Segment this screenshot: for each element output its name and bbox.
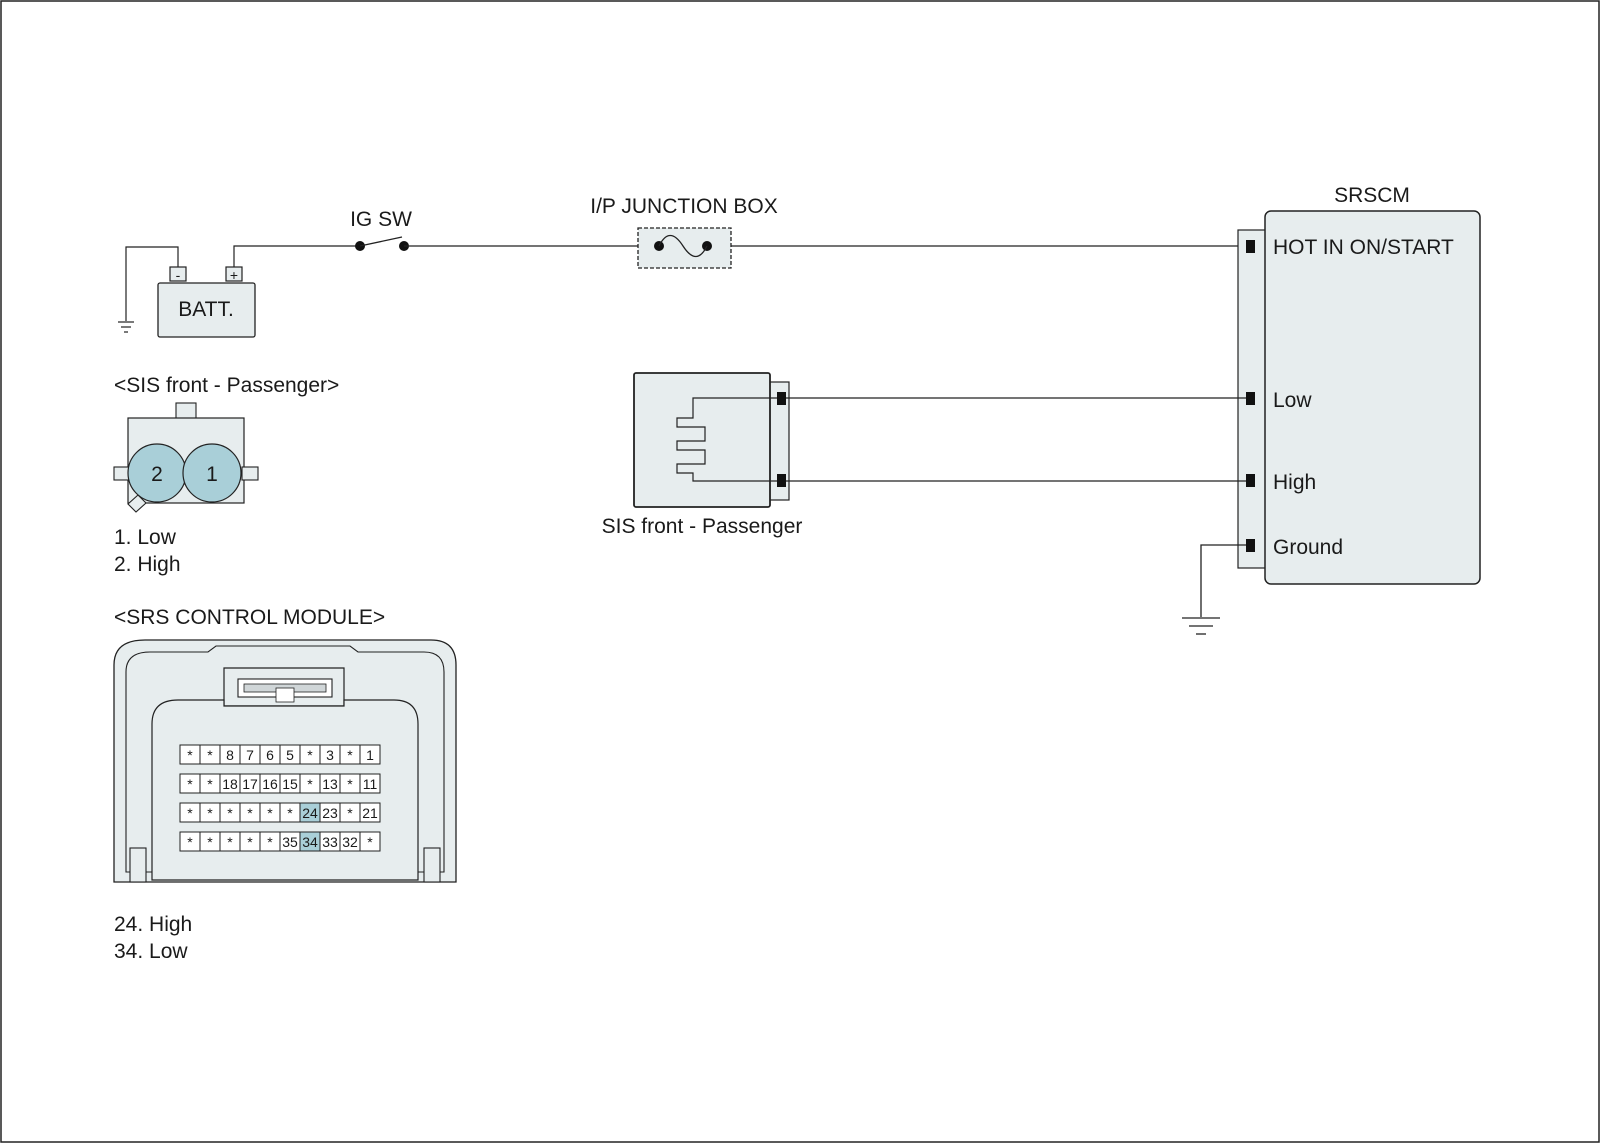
srs-pin-label: 16 <box>262 776 278 792</box>
sis-sensor-label: SIS front - Passenger <box>602 515 803 538</box>
srs-pin-label: * <box>287 805 293 821</box>
fuse-icon <box>658 234 708 258</box>
srs-pin-label: 3 <box>326 747 334 763</box>
srscm-body <box>1264 210 1481 585</box>
srs-pin-label: * <box>367 834 373 850</box>
srs-pin-label: 11 <box>363 776 378 792</box>
srscm-pin-high <box>1246 474 1255 487</box>
junction-box: I/P JUNCTION BOX <box>590 195 778 269</box>
srs-pin-label: 17 <box>242 776 258 792</box>
srs-pin-cell <box>359 831 381 852</box>
sis-legend-2: 2. High <box>114 553 181 576</box>
srs-pin-label: * <box>307 776 313 792</box>
srs-pin-cell <box>359 773 381 794</box>
sis-legend-1: 1. Low <box>114 526 177 549</box>
srs-pin-label: * <box>207 834 213 850</box>
srs-pin-label: 18 <box>222 776 238 792</box>
srs-pin-label: 1 <box>366 747 374 763</box>
sis-connector-pin-2-label: 2 <box>151 463 163 486</box>
srs-pin-cell <box>359 744 381 765</box>
srs-pin-label: * <box>347 776 353 792</box>
srscm-ground-symbol <box>1182 544 1246 635</box>
sis-sensor-body <box>633 372 771 508</box>
srs-pin-label: 34 <box>302 834 318 850</box>
srscm-pin-label-ground: Ground <box>1273 536 1343 559</box>
srs-pin-label: 32 <box>342 834 358 850</box>
sis-connector-title: <SIS front - Passenger> <box>114 374 339 397</box>
srs-pin-label: * <box>267 805 273 821</box>
srs-pin-label: * <box>247 805 253 821</box>
srs-pin-label: * <box>227 834 233 850</box>
srs-pin-label: 21 <box>362 805 378 821</box>
srscm-pin-label-hot: HOT IN ON/START <box>1273 236 1454 259</box>
srs-connector-right-clip <box>423 847 441 883</box>
srscm-module: SRSCM HOT IN ON/START Low High Ground <box>1237 184 1481 585</box>
battery-body <box>157 282 256 338</box>
srs-pin-label: * <box>347 805 353 821</box>
sis-connector-pin-1 <box>182 443 242 503</box>
srs-pin-label: 5 <box>286 747 294 763</box>
srs-pin-label: * <box>207 805 213 821</box>
srs-pin-label: 24 <box>302 805 318 821</box>
srscm-pin-hot <box>1246 240 1255 253</box>
battery: - + BATT. <box>157 266 256 338</box>
srs-legend-2: 34. Low <box>114 940 188 963</box>
srs-pin-label: 8 <box>226 747 234 763</box>
srs-connector-inner-shell <box>125 645 445 873</box>
srs-pin-label: * <box>187 805 193 821</box>
battery-label: BATT. <box>178 298 234 321</box>
srs-connector-left-clip <box>129 847 147 883</box>
srs-pin-label: 13 <box>322 776 338 792</box>
srs-pin-label: * <box>227 805 233 821</box>
srs-pin-label: * <box>187 834 193 850</box>
battery-pos-label: + <box>230 267 238 283</box>
srs-pin-cell <box>359 802 381 823</box>
power-wire <box>233 245 360 267</box>
srs-pin-label: * <box>187 776 193 792</box>
srs-pin-label: * <box>267 834 273 850</box>
srs-pin-label: 7 <box>246 747 254 763</box>
srs-pin-label: 15 <box>282 776 298 792</box>
srs-pin-label: * <box>207 776 213 792</box>
ig-switch: IG SW <box>350 208 412 251</box>
srs-legend-1: 24. High <box>114 913 192 936</box>
srs-pin-label: * <box>187 747 193 763</box>
srscm-pin-ground <box>1246 539 1255 552</box>
srs-pin-label: * <box>307 747 313 763</box>
sis-connector-pin-1-label: 1 <box>206 463 218 486</box>
srscm-pin-low <box>1246 392 1255 405</box>
srs-pin-label: 33 <box>322 834 338 850</box>
srs-pin-label: 6 <box>266 747 274 763</box>
battery-ground-symbol <box>118 246 179 333</box>
sis-sensor-element <box>676 397 777 482</box>
ig-switch-label: IG SW <box>350 208 412 231</box>
srscm-pin-label-low: Low <box>1273 389 1312 412</box>
srscm-pin-label-high: High <box>1273 471 1316 494</box>
srs-pin-label: 35 <box>282 834 298 850</box>
srs-pin-label: * <box>347 747 353 763</box>
srs-pin-label: 23 <box>322 805 338 821</box>
junction-box-label: I/P JUNCTION BOX <box>590 195 777 218</box>
sis-sensor-pin-high <box>777 474 786 487</box>
srscm-title: SRSCM <box>1334 184 1410 207</box>
sis-connector-view: 2 1 <box>113 402 259 513</box>
srs-pin-label: * <box>247 834 253 850</box>
battery-neg-label: - <box>176 267 181 283</box>
sis-sensor-pin-low <box>777 392 786 405</box>
sis-sensor: SIS front - Passenger <box>602 372 803 538</box>
srs-pin-label: * <box>207 747 213 763</box>
srs-connector-title: <SRS CONTROL MODULE> <box>114 606 385 629</box>
